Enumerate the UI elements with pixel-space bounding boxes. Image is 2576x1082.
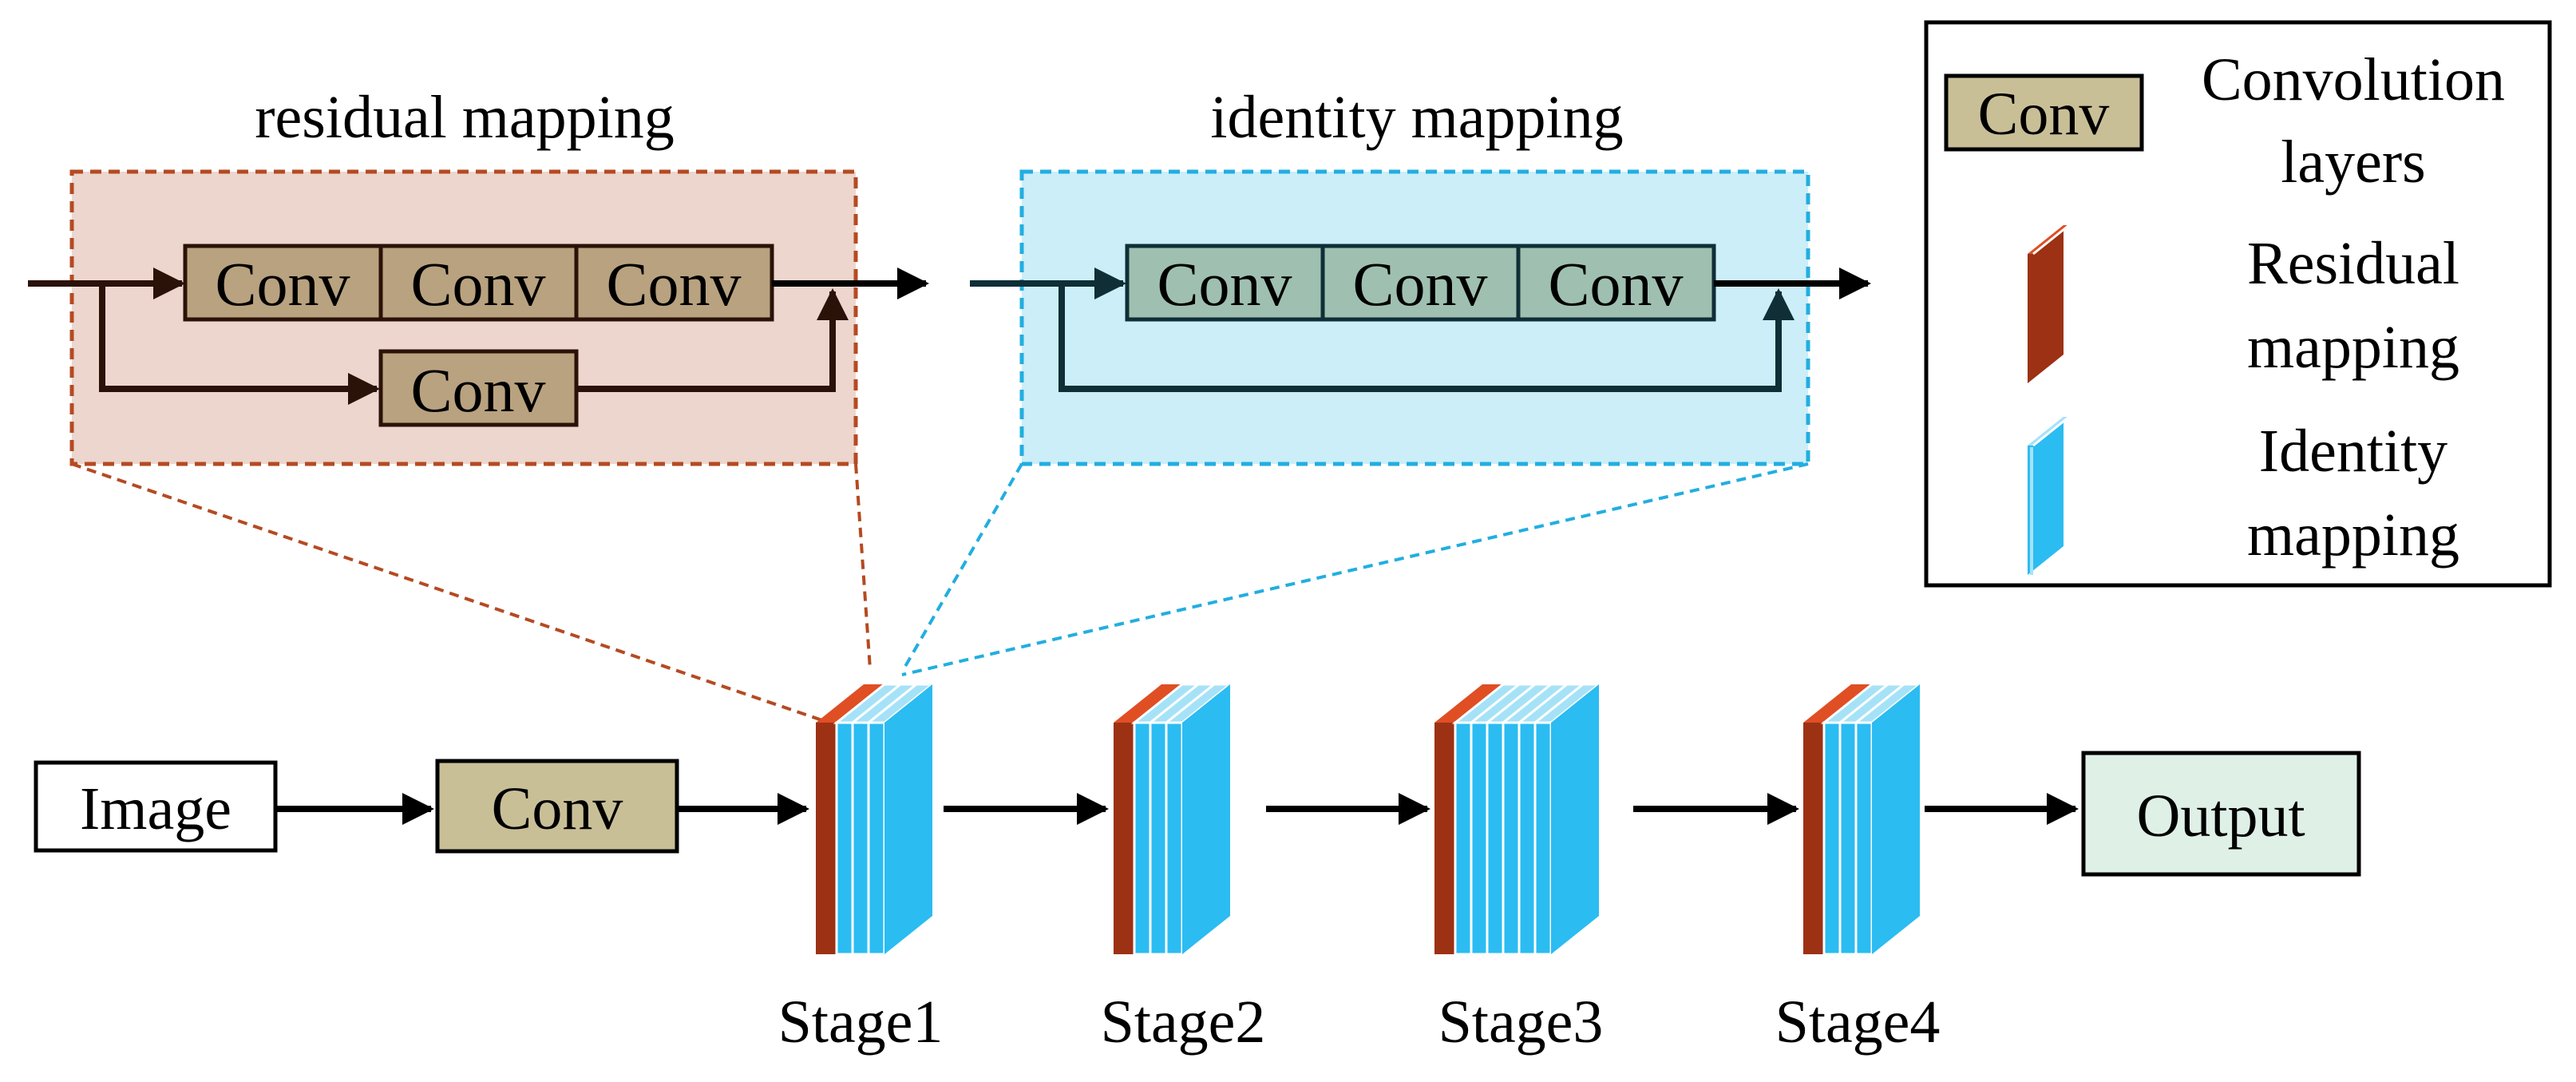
legend-conv-desc-2: layers bbox=[2281, 129, 2425, 196]
identity-zoom-line-left bbox=[902, 463, 1023, 670]
residual-conv-label-3: Conv bbox=[606, 249, 741, 319]
stage1-identity-layer bbox=[867, 721, 886, 956]
legend-conv-chip-label: Conv bbox=[1978, 81, 2110, 148]
stage4-label: Stage4 bbox=[1775, 989, 1941, 1056]
pipeline: Image Conv Output Stage1 Stage2 Stage3 S… bbox=[34, 683, 2361, 1056]
legend-identity-desc-1: Identity bbox=[2259, 418, 2447, 485]
legend-residual-layer-icon bbox=[2028, 224, 2070, 383]
stage3-identity-layer bbox=[1454, 721, 1473, 956]
stage1-residual-top bbox=[816, 684, 884, 723]
stage4-identity-layer bbox=[1854, 721, 1874, 956]
stage4-residual-top bbox=[1803, 684, 1872, 723]
stage4-identity-layer bbox=[1822, 721, 1842, 956]
stage2-side-face bbox=[1182, 684, 1230, 954]
output-box bbox=[2081, 751, 2361, 877]
residual-conv-box-1 bbox=[183, 244, 383, 322]
identity-mapping-panel: identity mapping Conv Conv Conv bbox=[970, 84, 1871, 466]
stage4-side-face bbox=[1872, 684, 1920, 954]
residual-panel-title: residual mapping bbox=[255, 84, 675, 151]
stage3-identity-layer bbox=[1502, 721, 1521, 956]
residual-shortcut-line-a bbox=[99, 283, 380, 405]
stage1-residual-layer bbox=[816, 723, 837, 954]
identity-panel-title: identity mapping bbox=[1210, 84, 1623, 151]
stage4-residual-layer bbox=[1803, 723, 1824, 954]
image-box bbox=[34, 760, 278, 853]
identity-conv-label-1: Conv bbox=[1157, 249, 1292, 319]
residual-zoom-line-right bbox=[854, 463, 872, 670]
legend: Conv Convolution layers Residual mapping… bbox=[1924, 20, 2552, 588]
pipeline-conv-label: Conv bbox=[492, 775, 623, 842]
output-label: Output bbox=[2136, 783, 2305, 850]
identity-shortcut-line bbox=[1058, 283, 1794, 392]
legend-identity-layer-icon bbox=[2028, 415, 2070, 575]
legend-conv-chip bbox=[1944, 73, 2144, 152]
stage2-identity-layer bbox=[1165, 721, 1184, 956]
stage1-identity-layer bbox=[835, 721, 854, 956]
residual-conv-label-2: Conv bbox=[410, 249, 545, 319]
stage1-identity-layer bbox=[851, 721, 870, 956]
stage3-identity-layer bbox=[1533, 721, 1553, 956]
stage2-label: Stage2 bbox=[1101, 989, 1266, 1056]
stage2-residual-top bbox=[1114, 684, 1182, 723]
stage3-label: Stage3 bbox=[1438, 989, 1604, 1056]
identity-zoom-line-right bbox=[901, 462, 1809, 676]
residual-shortcut-conv-label: Conv bbox=[410, 355, 545, 425]
stage3-identity-layer bbox=[1486, 721, 1505, 956]
residual-conv-label-1: Conv bbox=[215, 249, 350, 319]
residual-mapping-panel: residual mapping Conv Conv Conv Conv bbox=[28, 84, 929, 466]
stage3-residual-top bbox=[1434, 684, 1503, 723]
stage4-identity-layer bbox=[1838, 721, 1858, 956]
stage3-side-face bbox=[1551, 684, 1599, 954]
identity-conv-label-2: Conv bbox=[1352, 249, 1487, 319]
stage2-identity-layer bbox=[1133, 721, 1152, 956]
residual-shortcut-line-b bbox=[576, 288, 849, 392]
stage3-identity-layer bbox=[1518, 721, 1537, 956]
stage2-identity-layer bbox=[1149, 721, 1168, 956]
stage1-side-face bbox=[884, 684, 932, 954]
legend-residual-desc-1: Residual bbox=[2247, 230, 2459, 297]
stage3-identity-layer bbox=[1470, 721, 1489, 956]
stage3-residual-layer bbox=[1434, 723, 1455, 954]
legend-conv-desc-1: Convolution bbox=[2202, 46, 2505, 113]
residual-zoom-line-left bbox=[71, 462, 823, 722]
legend-identity-desc-2: mapping bbox=[2247, 501, 2459, 569]
stage1-label: Stage1 bbox=[778, 989, 944, 1056]
stages bbox=[816, 683, 1924, 956]
pipeline-conv-box bbox=[435, 759, 679, 854]
image-label: Image bbox=[80, 775, 231, 842]
identity-conv-label-3: Conv bbox=[1548, 249, 1683, 319]
legend-residual-desc-2: mapping bbox=[2247, 314, 2459, 381]
residual-conv-box-3 bbox=[574, 244, 774, 322]
stage2-residual-layer bbox=[1114, 723, 1134, 954]
